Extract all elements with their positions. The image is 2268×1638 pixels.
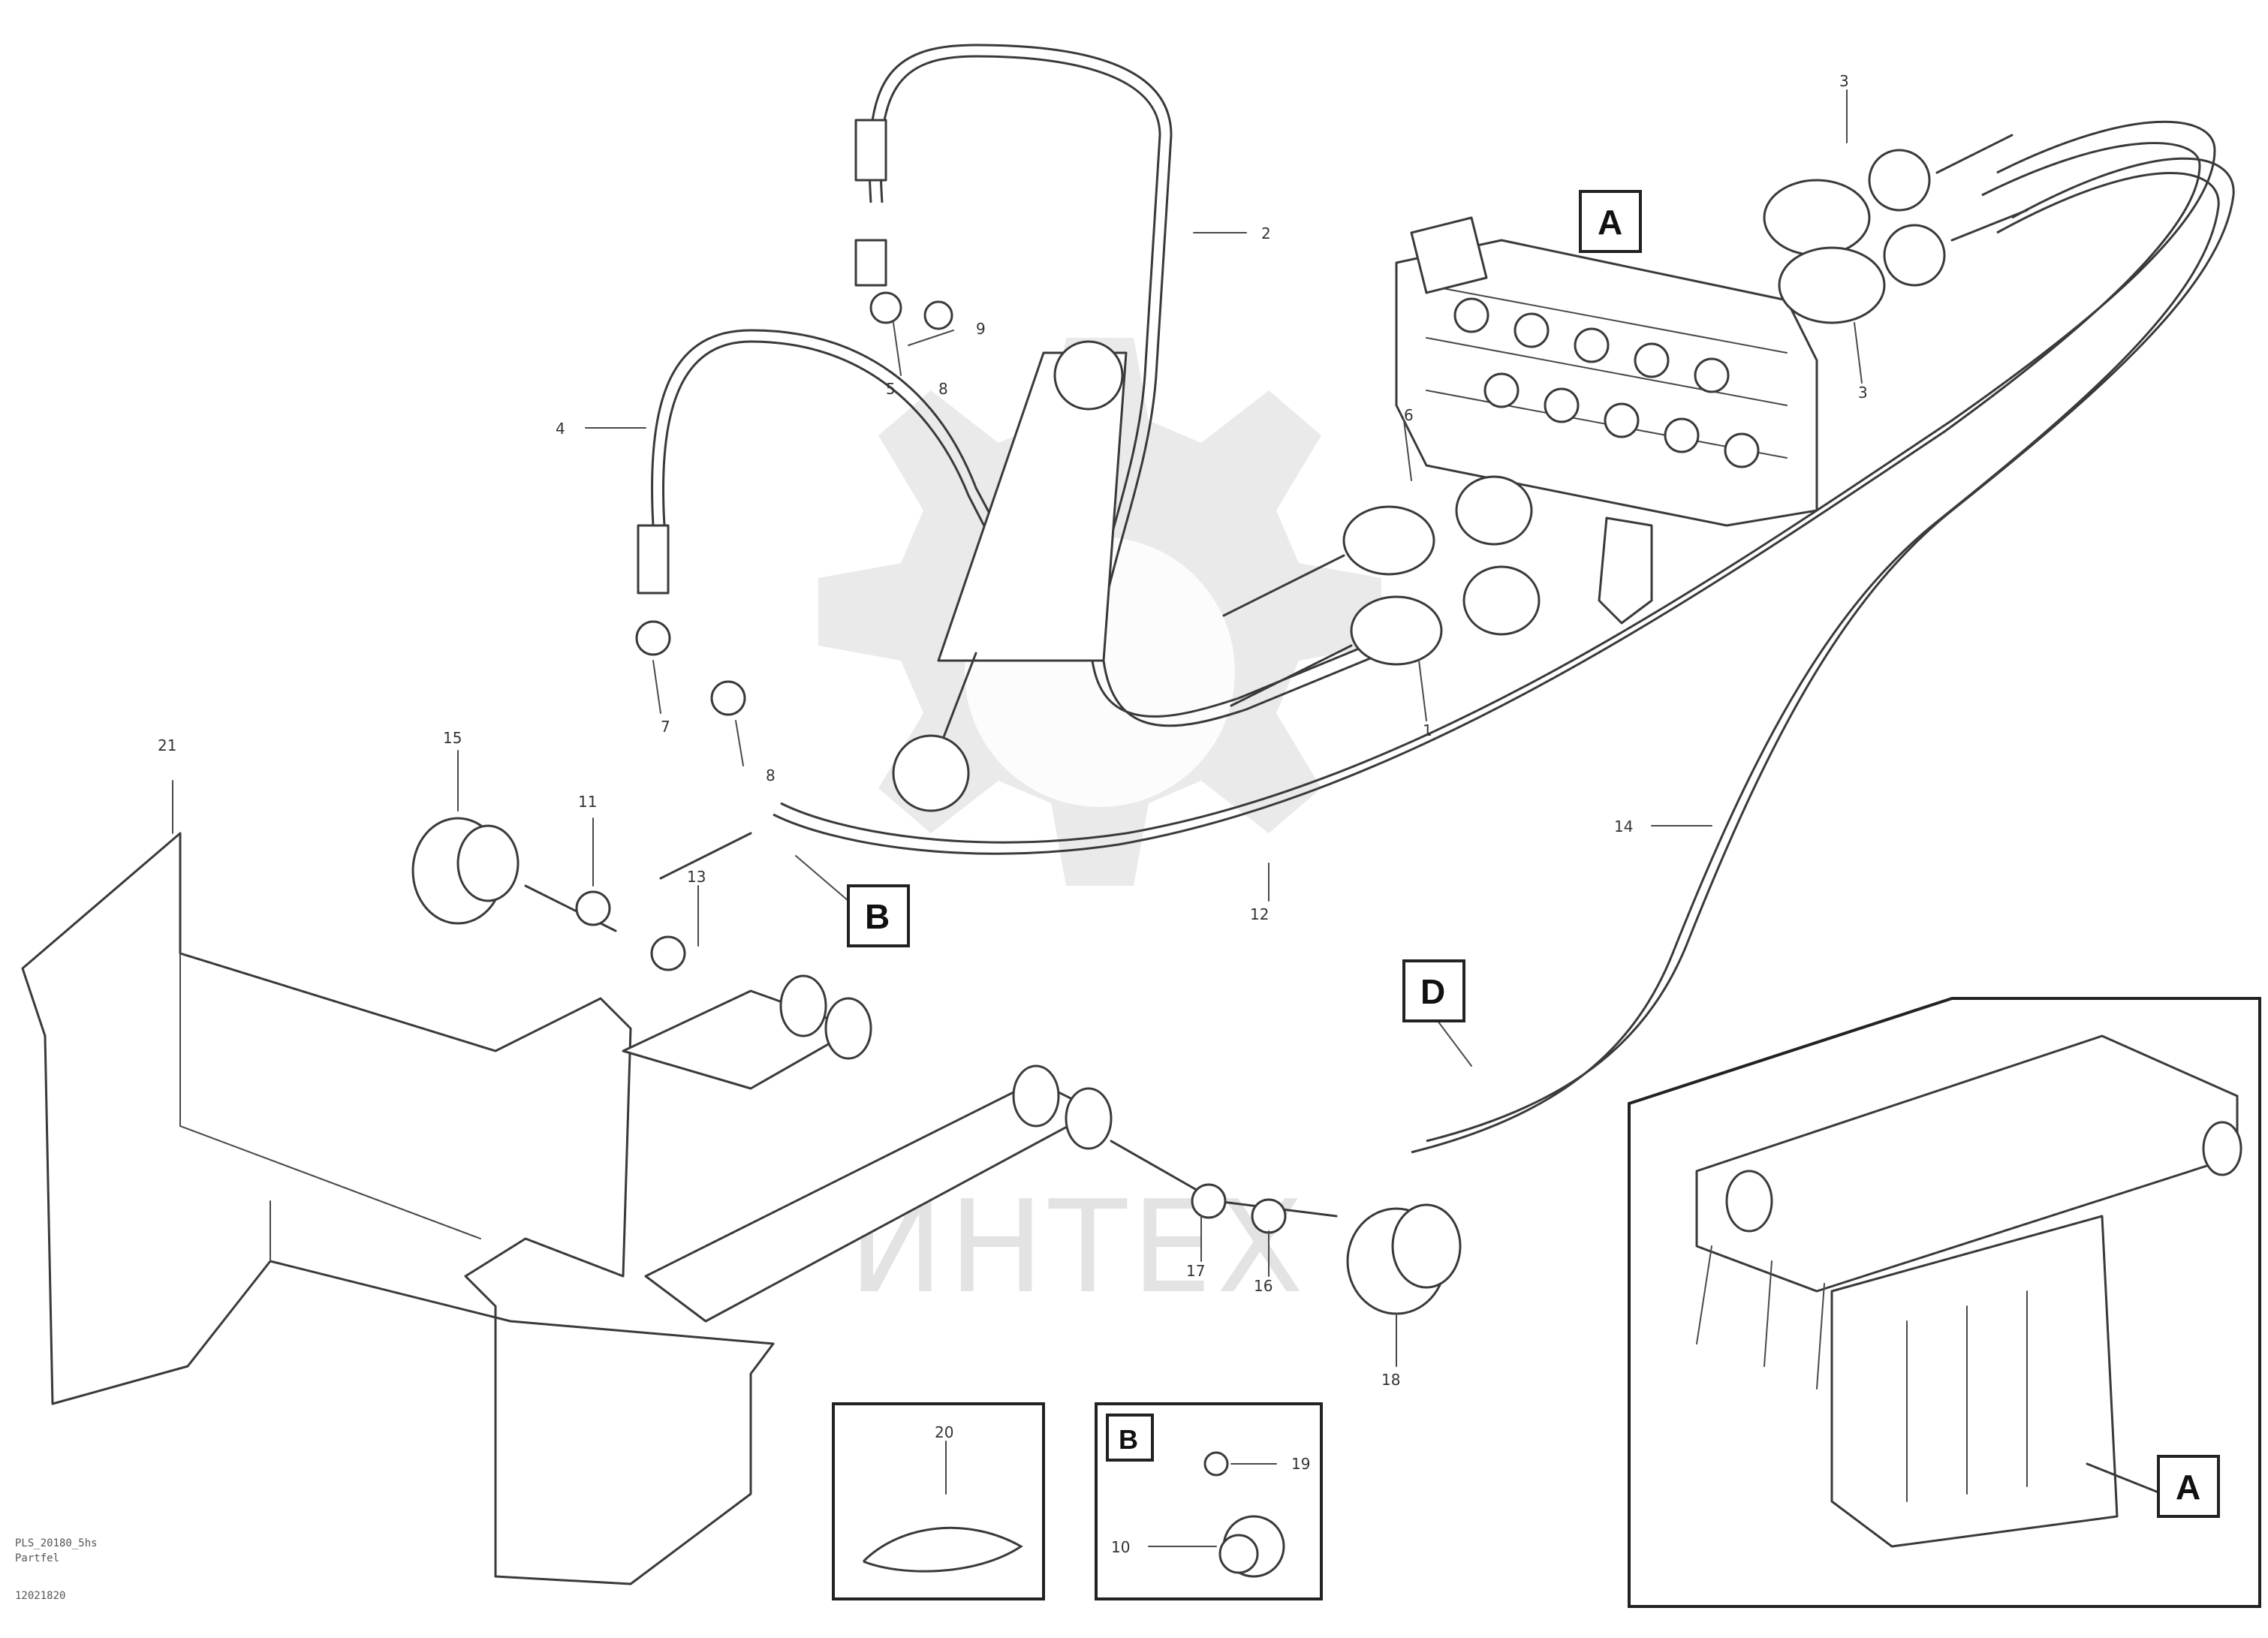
callout-12: 12 (1250, 905, 1269, 923)
callout-1: 1 (1423, 721, 1432, 739)
callout-10: 10 (1111, 1538, 1130, 1556)
couplings-bottom (1110, 1140, 1462, 1315)
attachment-frame (21, 832, 1113, 1585)
callout-11: 11 (578, 793, 597, 811)
footer-line-1: PLS_20180_5hs (15, 1537, 98, 1549)
detail-box-b (1095, 1402, 1323, 1600)
ref-letter-d: D (1420, 972, 1445, 1011)
reference-box-a-top: A (1579, 190, 1642, 253)
ref-letter-b-hose: B (865, 897, 890, 936)
coupling-left (411, 817, 752, 971)
control-valve-block (1395, 216, 1818, 625)
reference-box-b-hose: B (847, 884, 910, 947)
callout-15: 15 (443, 729, 462, 747)
ref-letter-a-inset: A (2176, 1468, 2200, 1507)
callout-7: 7 (661, 718, 670, 736)
callout-18: 18 (1381, 1371, 1400, 1389)
callout-4: 4 (556, 420, 565, 438)
callout-8b: 8 (766, 766, 776, 784)
reference-box-a-inset: A (2157, 1455, 2220, 1518)
callout-13: 13 (687, 868, 706, 886)
footer-line-3: 12021820 (15, 1590, 65, 1602)
hose-lines (651, 44, 2235, 1154)
callout-16: 16 (1254, 1277, 1273, 1295)
callout-3: 3 (1839, 72, 1849, 90)
footer-line-2: Partfel (15, 1552, 59, 1564)
callout-5: 5 (886, 380, 896, 398)
couplings-centre (1222, 475, 1541, 707)
callout-19: 19 (1291, 1455, 1310, 1473)
callout-6: 6 (1404, 406, 1414, 424)
footer-notes: PLS_20180_5hs Partfel 12021820 (15, 1537, 98, 1602)
callout-2: 2 (1261, 224, 1271, 242)
ref-letter-b-detail: B (1119, 1424, 1138, 1455)
reference-box-b-detail: B (1106, 1414, 1154, 1462)
callout-21: 21 (158, 736, 176, 754)
fittings-upper-left (635, 119, 953, 716)
callout-numbers: 2 3 3 6 1 4 9 5 8 7 8 15 11 13 12 14 17 … (158, 72, 1868, 1556)
callout-14: 14 (1614, 817, 1633, 836)
reference-box-d: D (1402, 959, 1465, 1022)
callout-3b: 3 (1858, 384, 1868, 402)
couplings-top-right (1763, 134, 2029, 324)
machine-inset (1628, 997, 2261, 1608)
callout-20: 20 (935, 1423, 953, 1441)
ref-letter-a-top: A (1598, 203, 1622, 242)
leader-lines (172, 89, 1863, 1495)
callout-17: 17 (1186, 1262, 1205, 1280)
hydraulic-cylinder (892, 340, 1128, 812)
detail-box-20 (832, 1402, 1045, 1600)
callout-9: 9 (976, 320, 986, 338)
callout-8a: 8 (938, 380, 948, 398)
